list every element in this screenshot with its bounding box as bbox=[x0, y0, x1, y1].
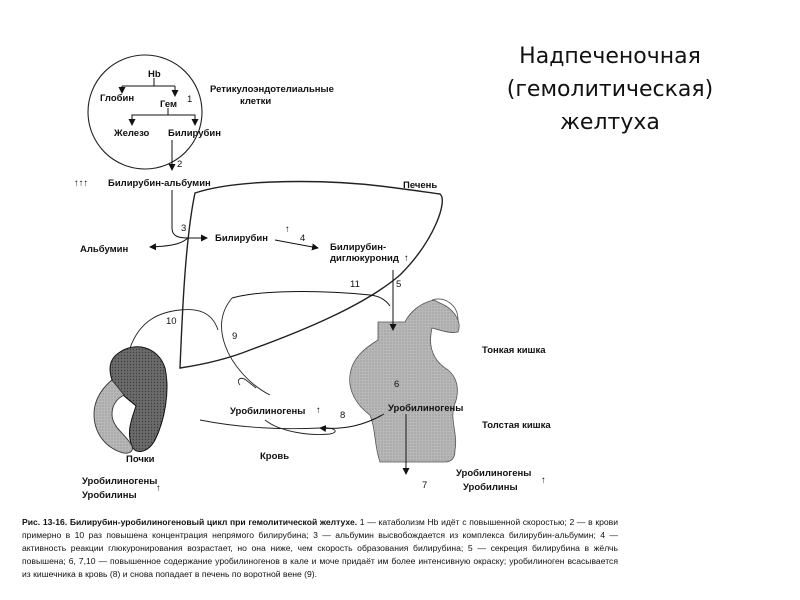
caption-title: Рис. 13-16. Билирубин-уробилиногеновый ц… bbox=[22, 517, 358, 527]
figure-caption: Рис. 13-16. Билирубин-уробилиногеновый ц… bbox=[22, 516, 618, 581]
blood-loop-arrows bbox=[129, 297, 336, 435]
step-2-label: 2 bbox=[177, 159, 182, 170]
diglucuronide-label-1: Билирубин- bbox=[330, 242, 386, 253]
globin-label: Глобин bbox=[100, 93, 134, 104]
liver-label: Печень bbox=[403, 180, 437, 191]
reticuloendothelial-label-2: клетки bbox=[240, 96, 271, 107]
hb-catabolism-arrows bbox=[118, 78, 199, 171]
urine-urobilinogens-label: Уробилиногены bbox=[82, 476, 157, 487]
step-1-label: 1 bbox=[187, 94, 192, 105]
step-6-label: 6 bbox=[394, 379, 399, 390]
title-line-1: Надпеченочная bbox=[519, 44, 701, 69]
liver-outline bbox=[179, 180, 443, 369]
urobilinogens-intestine-label: Уробилиногены bbox=[388, 403, 463, 414]
slide-title: Надпеченочная (гемолитическая) желтуха bbox=[470, 40, 750, 139]
step-10-label: 10 bbox=[166, 316, 177, 327]
increase-arrows-icon: ↑↑↑ bbox=[74, 178, 88, 189]
diglucuronide-label-2: диглюкуронид bbox=[330, 253, 399, 264]
diglucuronide-increase-icon: ↑ bbox=[404, 253, 409, 264]
feces-urobilins-label: Уробилины bbox=[463, 482, 518, 493]
step-8-label: 8 bbox=[340, 410, 345, 421]
iron-label: Железо bbox=[113, 128, 150, 139]
bilirubin-albumin-label: Билирубин-альбумин bbox=[108, 178, 211, 189]
kidneys-label: Почки bbox=[126, 454, 155, 465]
bilirubin-re-label: Билирубин bbox=[168, 128, 221, 139]
bilirubin-liver-label: Билирубин bbox=[215, 233, 268, 244]
reticuloendothelial-cell bbox=[87, 54, 203, 170]
step-11-label: 11 bbox=[350, 279, 360, 290]
title-line-2: (гемолитическая) bbox=[506, 77, 714, 102]
step-3-label: 3 bbox=[181, 223, 186, 234]
urobilinogens-blood-increase-icon: ↑ bbox=[316, 405, 321, 416]
intestine-opening bbox=[431, 298, 459, 321]
urine-increase-icon: ↑ bbox=[156, 483, 161, 494]
step-4-label: 4 bbox=[300, 233, 305, 244]
albumin-label: Альбумин bbox=[80, 244, 129, 255]
uptake-arrows bbox=[149, 190, 319, 251]
feces-urobilinogens-label: Уробилиногены bbox=[456, 468, 531, 479]
small-intestine-label: Тонкая кишка bbox=[482, 345, 546, 356]
urobilinogens-blood-label: Уробилиногены bbox=[230, 406, 305, 417]
ureter-shape bbox=[93, 379, 133, 454]
hb-label: Hb bbox=[148, 69, 161, 80]
bile-secretion-arrows bbox=[231, 270, 397, 331]
reticuloendothelial-label-1: Ретикулоэндотелиальные bbox=[210, 84, 334, 95]
intestine-shape bbox=[349, 299, 460, 463]
blood-label: Кровь bbox=[260, 451, 289, 462]
caption-text: 1 — катаболизм Hb идёт с повышенной скор… bbox=[22, 517, 618, 579]
step-7-label: 7 bbox=[422, 480, 427, 491]
step-5-label: 5 bbox=[396, 279, 401, 290]
bilirubin-increase-icon: ↑ bbox=[285, 224, 290, 235]
urine-urobilins-label: Уробилины bbox=[82, 490, 137, 501]
title-line-3: желтуха bbox=[560, 110, 660, 135]
step-9-label: 9 bbox=[232, 331, 237, 342]
feces-increase-icon: ↑ bbox=[541, 475, 546, 486]
large-intestine-label: Толстая кишка bbox=[482, 420, 551, 431]
reabsorption-arrow bbox=[319, 413, 385, 432]
gem-label: Гем bbox=[160, 99, 177, 110]
